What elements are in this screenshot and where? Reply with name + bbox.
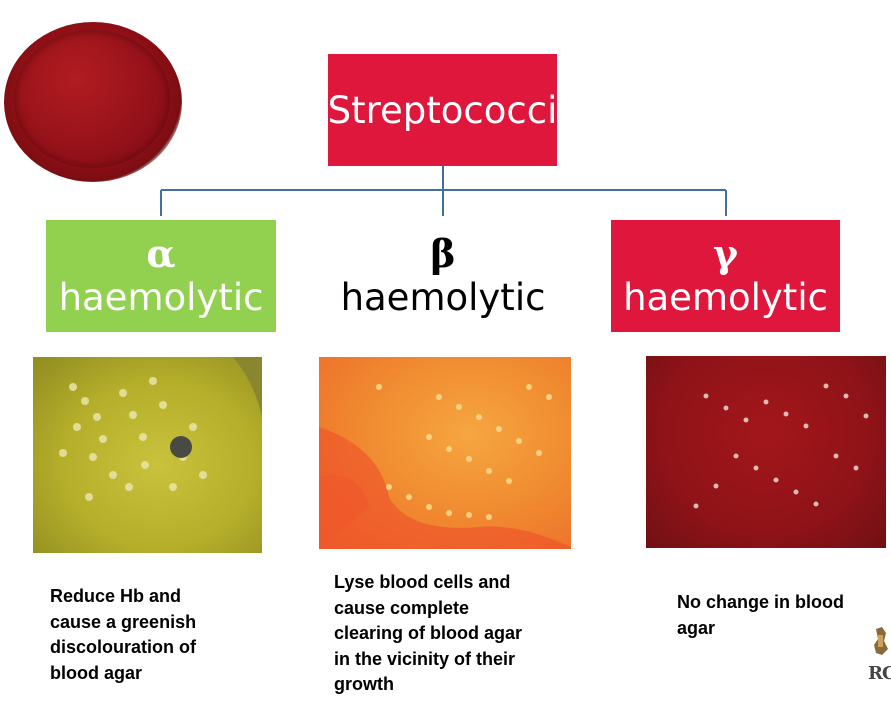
alpha-label: haemolytic	[58, 276, 264, 319]
crest-icon	[874, 627, 888, 655]
alpha-node: α haemolytic	[46, 220, 276, 332]
beta-node: β haemolytic	[328, 220, 558, 332]
crest-logo: RC	[868, 625, 891, 685]
gamma-haemolysis-photo	[646, 356, 886, 548]
beta-haemolysis-photo	[319, 357, 571, 549]
gamma-symbol: γ	[712, 231, 739, 276]
blood-agar-plate-medium	[14, 30, 170, 168]
alpha-haemolysis-photo	[33, 357, 262, 553]
beta-colonies	[319, 384, 571, 549]
gamma-description: No change in blood agar	[677, 592, 844, 638]
alpha-description: Reduce Hb and cause a greenish discolour…	[50, 586, 197, 683]
root-node: Streptococci	[328, 54, 557, 166]
alpha-colonies	[59, 357, 262, 501]
beta-description: Lyse blood cells and cause complete clea…	[334, 572, 523, 694]
alpha-symbol: α	[146, 231, 176, 276]
beta-label: haemolytic	[340, 276, 546, 319]
root-label: Streptococci	[327, 88, 558, 132]
logo-text: RC	[868, 663, 891, 684]
gamma-label: haemolytic	[623, 276, 828, 319]
gamma-node: γ haemolytic	[611, 220, 840, 332]
gamma-colonies	[693, 383, 869, 509]
beta-symbol: β	[430, 231, 456, 276]
